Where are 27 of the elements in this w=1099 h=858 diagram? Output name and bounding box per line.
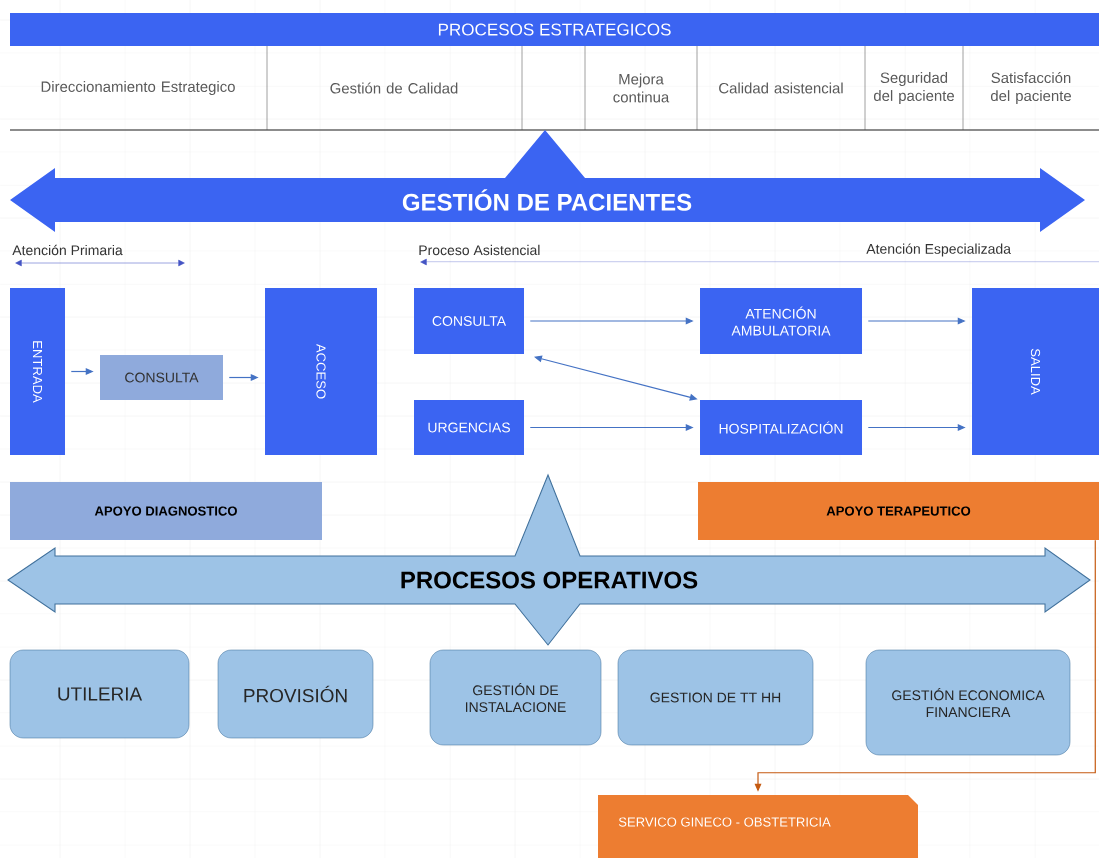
process-box: GESTION DE TT HH — [617, 649, 814, 746]
process-box: GESTIÓN ECONOMICA FINANCIERA — [865, 649, 1071, 756]
process-box: ENTRADA — [10, 288, 65, 455]
table-cell: Calidad asistencial — [719, 82, 843, 94]
process-box: CONSULTA — [414, 288, 524, 354]
support-band: APOYO TERAPEUTICO — [698, 482, 1099, 540]
section-label: Atención Especializada — [866, 243, 1011, 257]
process-box: HOSPITALIZACIÓN — [700, 400, 862, 455]
process-box: UTILERIA — [9, 649, 190, 739]
header-band: PROCESOS ESTRATEGICOS — [10, 13, 1099, 46]
process-box: ATENCIÓN AMBULATORIA — [700, 288, 862, 354]
double-arrow-banner: GESTIÓN DE PACIENTES — [10, 130, 1085, 232]
process-box: SERVICO GINECO - OBSTETRICIA — [598, 795, 918, 858]
process-box: GESTIÓN DE INSTALACIONE — [429, 649, 602, 746]
table-cell: Mejora continua — [613, 73, 670, 103]
process-box: PROVISIÓN — [217, 649, 374, 739]
process-box: CONSULTA — [100, 355, 223, 400]
section-label: Atención Primaria — [12, 244, 123, 256]
process-box: URGENCIAS — [414, 400, 524, 455]
process-box: SALIDA — [972, 288, 1099, 455]
table-cell: Gestión de Calidad — [330, 82, 458, 94]
table-cell: Satisfacción del paciente — [990, 71, 1071, 105]
process-box: ACCESO — [265, 288, 377, 455]
section-label: Proceso Asistencial — [419, 244, 540, 256]
table-cell: Seguridad del paciente — [873, 72, 954, 104]
table-cell: Direccionamiento Estrategico — [41, 81, 235, 95]
support-band: APOYO DIAGNOSTICO — [10, 482, 322, 540]
